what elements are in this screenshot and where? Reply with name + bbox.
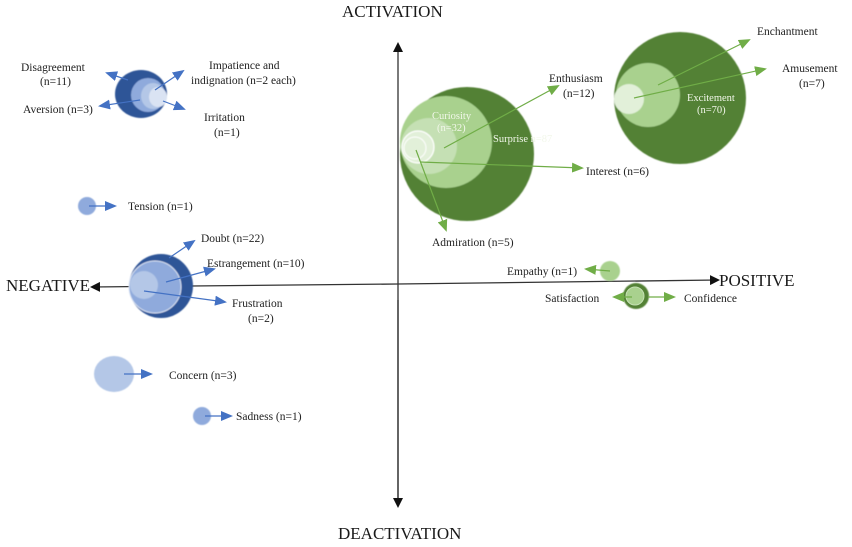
arrows-surprise (415, 85, 584, 232)
arrow-irritation (162, 100, 186, 111)
arrow-estrangement (165, 266, 216, 283)
axis-label-activation: ACTIVATION (342, 2, 443, 21)
label-curiosity-n: (n=32) (437, 123, 466, 134)
label-empathy: Empathy (n=1) (507, 266, 577, 278)
cluster-doubt (128, 254, 193, 318)
label-confidence: Confidence (684, 293, 737, 305)
arrow-interest (419, 161, 584, 173)
bubble-concern (94, 356, 134, 392)
label-sadness: Sadness (n=1) (236, 411, 302, 423)
label-doubt: Doubt (n=22) (201, 233, 264, 245)
bubble-frustration (130, 271, 158, 299)
cluster-satisfaction: Satisfaction Confidence (545, 283, 737, 309)
label-amusement-n: (n=7) (799, 78, 825, 90)
label-admiration: Admiration (n=5) (432, 237, 514, 249)
bubble-sadness (193, 407, 211, 425)
axes: ACTIVATION DEACTIVATION NEGATIVE POSITIV… (6, 2, 795, 543)
arrows-excitement (633, 39, 767, 99)
bubble-admiration (403, 136, 427, 160)
label-irritation-n: (n=1) (214, 127, 240, 139)
label-impatience-n: indignation (n=2 each) (191, 75, 296, 87)
arrow-enchantment (657, 39, 751, 86)
bubble-satisfaction-inner (625, 286, 645, 306)
label-interest: Interest (n=6) (586, 166, 649, 178)
label-enthusiasm: Enthusiasm (549, 73, 603, 85)
label-disagreement-n: (n=11) (40, 76, 71, 88)
axis-label-negative: NEGATIVE (6, 276, 90, 295)
label-satisfaction: Satisfaction (545, 293, 600, 305)
arrow-impatience (154, 69, 185, 91)
bubble-tension (78, 197, 96, 215)
arrow-aversion (98, 99, 141, 110)
cluster-disagreement (115, 70, 167, 118)
label-enchantment: Enchantment (757, 26, 818, 38)
arrows-doubt (143, 239, 227, 306)
bubble-irritation (149, 87, 167, 107)
label-impatience: Impatience and (209, 60, 280, 72)
arrow-doubt (168, 239, 196, 259)
arrow-admiration (415, 149, 448, 232)
label-frustration: Frustration (232, 298, 283, 310)
label-amusement: Amusement (782, 63, 838, 75)
cluster-concern: Concern (n=3) (94, 356, 237, 392)
label-curiosity: Curiosity (432, 111, 472, 122)
label-tension: Tension (n=1) (128, 201, 193, 213)
label-excitement: Excitement (687, 93, 735, 104)
label-aversion: Aversion (n=3) (23, 104, 93, 116)
cluster-empathy: Empathy (n=1) (507, 261, 620, 281)
label-disagreement: Disagreement (21, 62, 86, 74)
cluster-sadness: Sadness (n=1) (193, 407, 302, 425)
label-surprise: Surprise n=87 (493, 134, 552, 145)
label-concern: Concern (n=3) (169, 370, 237, 382)
arrow-empathy (584, 264, 611, 275)
horizontal-axis-right (397, 275, 720, 286)
label-excitement-n: (n=70) (697, 105, 726, 116)
axis-label-positive: POSITIVE (719, 271, 795, 290)
arrow-disagreement (105, 71, 129, 81)
label-estrangement: Estrangement (n=10) (207, 258, 305, 270)
cluster-tension: Tension (n=1) (78, 197, 193, 215)
arrow-frustration (143, 290, 227, 306)
label-enthusiasm-n: (n=12) (563, 88, 595, 100)
arrows-disagreement (98, 69, 186, 111)
cluster-surprise (400, 87, 534, 221)
arrow-enthusiasm (443, 85, 560, 149)
arrow-amusement (633, 66, 767, 99)
label-frustration-n: (n=2) (248, 313, 274, 325)
bubble-amusement (614, 84, 644, 114)
label-irritation: Irritation (204, 112, 245, 124)
axis-label-deactivation: DEACTIVATION (338, 524, 461, 543)
